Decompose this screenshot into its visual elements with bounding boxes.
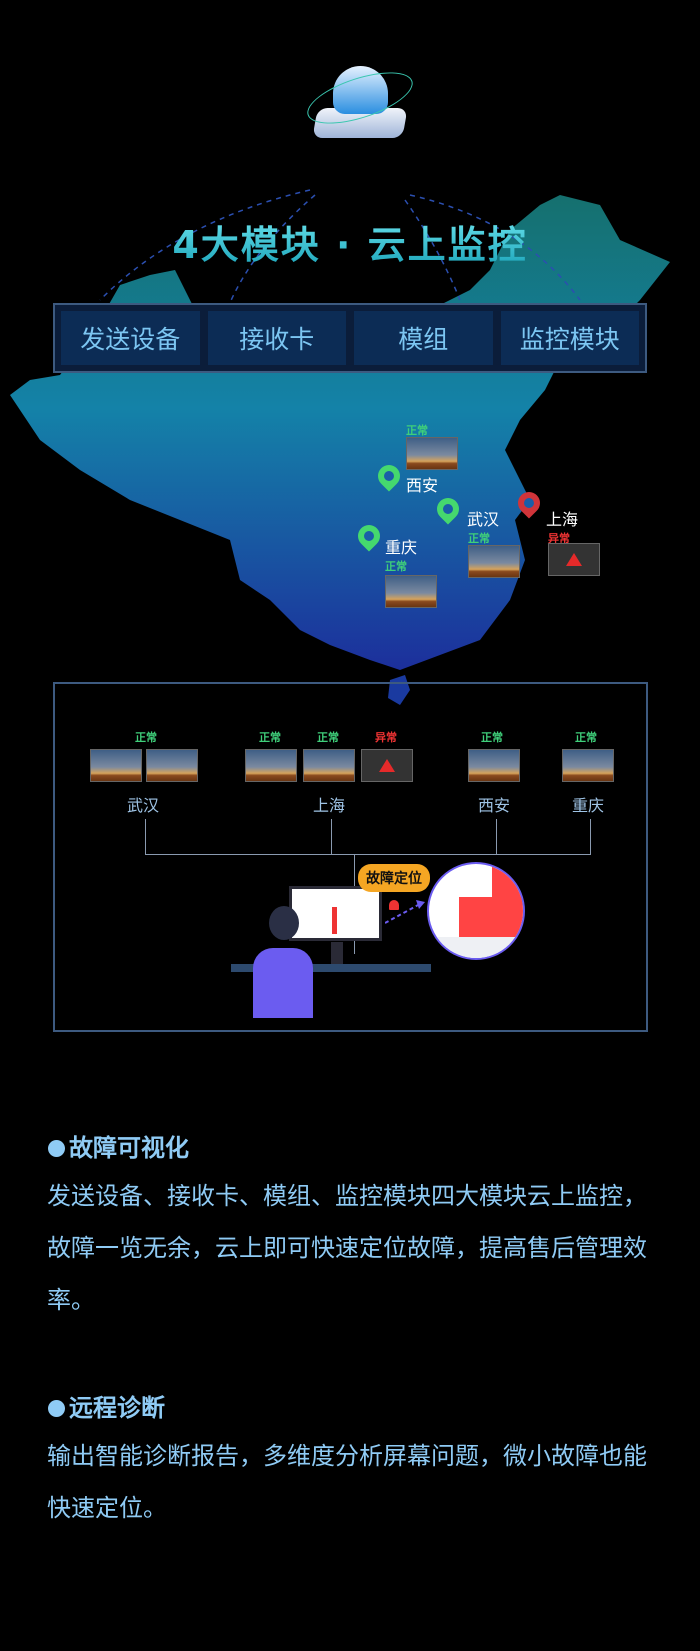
city-label: 重庆 bbox=[572, 796, 605, 815]
connector-line bbox=[331, 819, 332, 854]
body-line: 快速定位。 bbox=[47, 1494, 167, 1522]
module-monitoring: 监控模块 bbox=[500, 311, 639, 365]
screen-thumbnail bbox=[90, 749, 142, 782]
screen-thumbnail bbox=[562, 749, 614, 782]
section-body: 输出智能诊断报告，多维度分析屏幕问题，微小故障也能 快速定位。 bbox=[47, 1430, 667, 1534]
person-head bbox=[269, 906, 299, 940]
status-label: 正常 bbox=[385, 560, 407, 573]
status-label: 异常 bbox=[375, 731, 397, 744]
error-screen bbox=[548, 543, 600, 576]
dashed-arrow-icon bbox=[385, 900, 425, 924]
module-sending-device: 发送设备 bbox=[61, 311, 200, 365]
city-label: 西安 bbox=[478, 796, 511, 815]
page-title: 4大模块 · 云上监控 bbox=[0, 214, 700, 269]
body-line: 输出智能诊断报告，多维度分析屏幕问题，微小故障也能 bbox=[47, 1442, 647, 1470]
section-heading-remote-diagnosis: 远程诊断 bbox=[48, 1388, 165, 1423]
screen-thumbnail bbox=[468, 749, 520, 782]
connector-line bbox=[145, 819, 146, 854]
module-receiving-card: 接收卡 bbox=[207, 311, 346, 365]
zoom-magnifier bbox=[427, 862, 525, 960]
fault-location-panel: 正常 武汉 正常 正常 异常 上海 正常 西安 正常 重庆 故障定位 bbox=[53, 682, 648, 1032]
error-screen bbox=[361, 749, 413, 782]
warning-icon bbox=[379, 759, 395, 772]
warning-icon bbox=[566, 553, 582, 566]
screen-thumbnail bbox=[245, 749, 297, 782]
status-label: 正常 bbox=[259, 731, 281, 744]
status-label: 正常 bbox=[406, 424, 428, 437]
desk bbox=[231, 964, 431, 972]
screen-thumbnail bbox=[146, 749, 198, 782]
person-illustration bbox=[253, 948, 313, 1018]
cloud-platform-icon bbox=[301, 58, 419, 143]
city-label: 武汉 bbox=[467, 510, 500, 529]
screen-thumbnail bbox=[303, 749, 355, 782]
connector-line bbox=[496, 819, 497, 854]
body-line: 发送设备、接收卡、模组、监控模块四大模块云上监控， bbox=[47, 1182, 647, 1210]
connector-line bbox=[145, 854, 591, 855]
screen-thumbnail bbox=[468, 545, 520, 578]
section-body: 发送设备、接收卡、模组、监控模块四大模块云上监控， 故障一览无余，云上即可快速定… bbox=[47, 1170, 667, 1326]
screen-thumbnail bbox=[385, 575, 437, 608]
section-heading-fault-visualization: 故障可视化 bbox=[48, 1128, 189, 1163]
module-bar: 发送设备 接收卡 模组 监控模块 bbox=[53, 303, 647, 373]
city-label: 上海 bbox=[546, 510, 579, 529]
city-label: 上海 bbox=[313, 796, 346, 815]
fault-location-badge: 故障定位 bbox=[358, 864, 430, 892]
monitor-screen bbox=[289, 886, 382, 941]
city-label: 武汉 bbox=[127, 796, 160, 815]
city-label: 重庆 bbox=[385, 538, 418, 557]
alarm-bell-icon bbox=[389, 900, 399, 910]
body-line: 故障一览无余，云上即可快速定位故障，提高售后管理效 bbox=[47, 1234, 647, 1262]
status-label: 正常 bbox=[135, 731, 157, 744]
module-module: 模组 bbox=[354, 311, 493, 365]
status-label: 正常 bbox=[481, 731, 503, 744]
connection-arcs bbox=[99, 189, 581, 331]
status-label: 正常 bbox=[575, 731, 597, 744]
body-line: 率。 bbox=[47, 1286, 95, 1314]
screen-thumbnail bbox=[406, 437, 458, 470]
connector-line bbox=[590, 819, 591, 854]
status-label: 正常 bbox=[317, 731, 339, 744]
monitor-stand bbox=[331, 942, 343, 964]
city-label: 西安 bbox=[406, 476, 439, 495]
status-label: 正常 bbox=[468, 532, 490, 545]
status-label: 异常 bbox=[548, 532, 570, 545]
